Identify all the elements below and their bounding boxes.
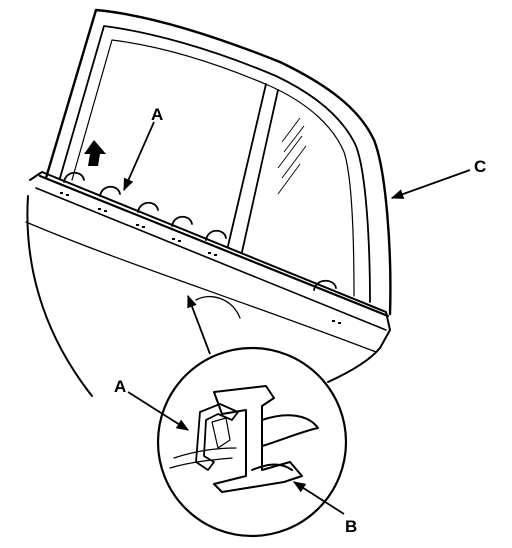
detail-view	[156, 346, 348, 538]
glass-reflection	[277, 117, 307, 195]
clip-5	[205, 229, 227, 241]
callout-a-top: A	[151, 105, 163, 124]
leader-c	[390, 169, 471, 199]
clip-4	[171, 215, 193, 227]
belt-line	[38, 174, 390, 318]
moulding-clips	[63, 171, 337, 291]
leader-lines	[123, 121, 471, 515]
window-frame-outer	[44, 8, 392, 316]
detail-clip	[195, 403, 239, 471]
clip-2	[99, 185, 121, 197]
removal-direction-arrow	[84, 140, 106, 166]
leader-a-top	[123, 121, 155, 192]
callout-b: B	[345, 517, 357, 536]
leader-detail	[187, 294, 211, 355]
callout-c: C	[474, 157, 486, 176]
clip-1	[63, 171, 85, 183]
door-panel-outline	[26, 171, 391, 397]
detail-circle	[156, 346, 348, 538]
window-frame-inner	[59, 25, 371, 303]
leader-a-detail	[127, 391, 190, 431]
callout-a-detail: A	[114, 377, 126, 396]
body-crease	[25, 221, 377, 353]
rear-door	[25, 8, 392, 397]
clip-holes	[60, 192, 341, 324]
clip-6	[313, 279, 337, 291]
lower-lip	[251, 463, 293, 471]
leader-b	[292, 481, 345, 515]
clip-3	[137, 201, 159, 213]
panel-flange	[169, 447, 237, 469]
upper-seal-arm	[261, 414, 319, 447]
door-handle-recess	[195, 295, 241, 319]
weatherstrip-profile	[213, 385, 303, 493]
division-channel	[227, 83, 279, 253]
